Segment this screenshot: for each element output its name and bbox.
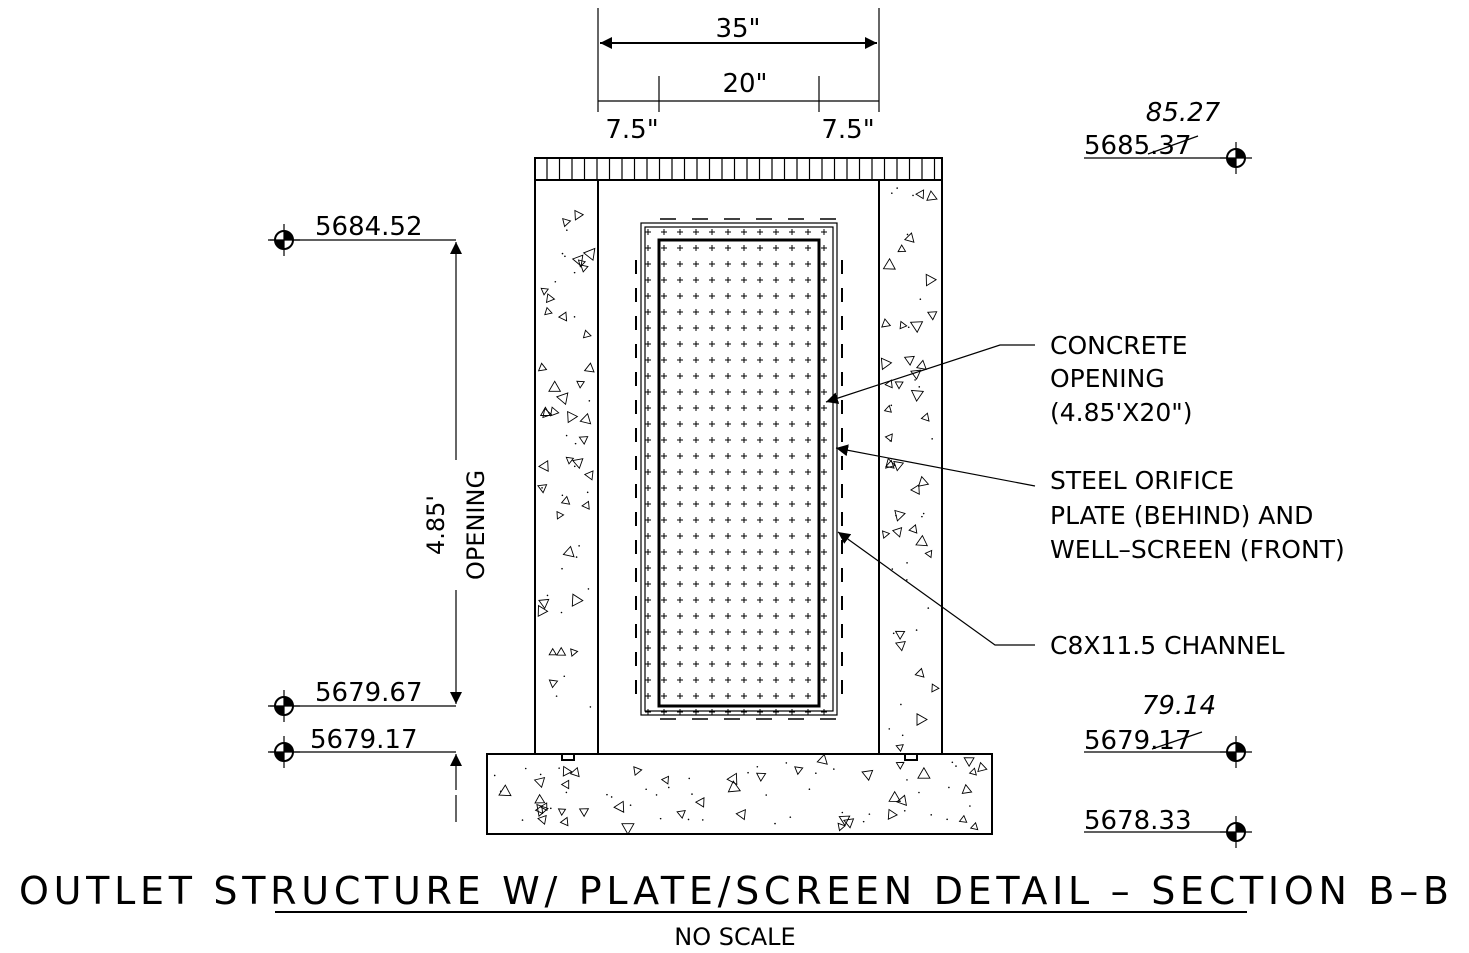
title-block: OUTLET STRUCTURE W/ PLATE/SCREEN DETAIL … [19,869,1449,951]
top-dimensions: 35" 20" 7.5" 7.5" [597,8,880,145]
dim-left-wall: 7.5" [605,115,658,145]
plate-inner-edge [644,226,834,712]
dim-overall-width: 35" [715,14,760,44]
concrete-aggregate-hatch [493,187,988,836]
leader-channel [837,531,1035,646]
well-screen-hatch [641,223,837,715]
elev-invert-full: 5679.17 [1084,726,1192,756]
dim-opening-height: 4.85' [422,495,450,555]
footing [486,753,993,835]
leader-concrete-opening [825,344,1035,404]
callout-steel-line3: WELL–SCREEN (FRONT) [1050,535,1345,564]
elev-invert-left: 5679.17 [310,725,418,755]
right-elevations: 85.27 5685.37 79.14 5679.17 5678.33 [1084,98,1252,848]
right-keyway [904,754,918,761]
callout-steel-line1: STEEL ORIFICE [1050,466,1234,495]
elev-top-of-opening: 5684.52 [315,212,423,242]
steel-orifice-plate [640,222,838,716]
concrete-walls [486,157,993,836]
elev-bottom-of-opening: 5679.67 [315,678,423,708]
callout-concrete-line2: OPENING [1050,364,1165,393]
dim-opening-width: 20" [722,69,767,99]
elev-footing: 5678.33 [1084,806,1192,836]
elev-invert-short: 79.14 [1142,691,1216,721]
left-keyway [561,754,575,761]
callout-concrete-line1: CONCRETE [1050,331,1188,360]
left-wall [534,179,599,755]
drawing-scale: NO SCALE [674,923,795,951]
callout-concrete-line3: (4.85'X20") [1050,398,1192,427]
dim-opening-height-label: OPENING [462,470,490,580]
callouts: CONCRETE OPENING (4.85'X20") STEEL ORIFI… [825,331,1345,660]
drawing-title: OUTLET STRUCTURE W/ PLATE/SCREEN DETAIL … [19,869,1449,913]
elev-top-short: 85.27 [1146,98,1221,128]
opening-assembly [635,218,843,720]
grating-ticks [546,158,936,180]
top-grating [534,157,943,181]
dim-right-wall: 7.5" [821,115,874,145]
elev-top-full: 5685.37 [1084,131,1192,161]
left-elevations: 5684.52 5679.67 5679.17 4.85' OPENING 6" [268,212,490,852]
callout-steel-line2: PLATE (BEHIND) AND [1050,501,1313,530]
callout-channel: C8X11.5 CHANNEL [1050,631,1285,660]
leader-steel-plate [835,444,1036,487]
c8-channel-dashes [635,218,843,720]
dim-bottom-partial: 6" [425,828,450,852]
concrete-opening-outline [657,238,821,708]
